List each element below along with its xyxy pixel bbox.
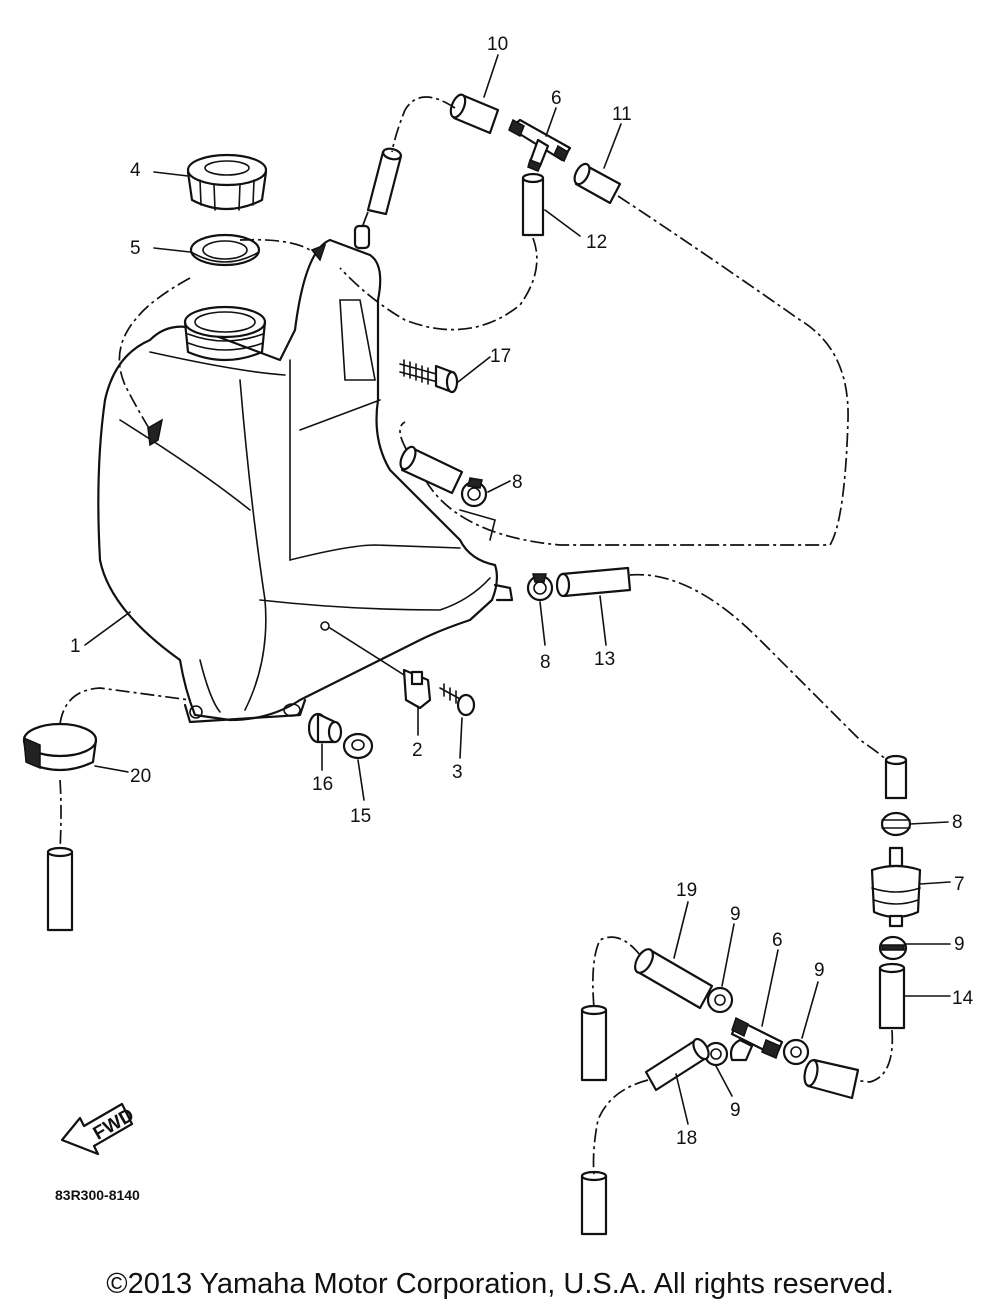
oil-hose-14 [878, 962, 906, 1030]
bolt-17 [399, 359, 459, 394]
oil-hose-left-lower [580, 1170, 608, 1236]
callout-17: 17 [490, 346, 511, 367]
callout-9-lower: 9 [730, 1100, 741, 1121]
band-20 [22, 722, 98, 772]
clamp-2 [402, 668, 432, 710]
hose-clamp-9-right [782, 1038, 810, 1066]
screw-3 [439, 683, 476, 717]
grommet-16 [307, 712, 343, 744]
hose-clamp-9-left [706, 986, 734, 1014]
hose-upper-filter [884, 754, 908, 800]
callout-19: 19 [676, 880, 697, 901]
breather-hose-10 [449, 93, 500, 135]
callout-12: 12 [586, 232, 607, 253]
hose-clamp-8-filter [880, 811, 912, 837]
filler-cap [186, 153, 268, 211]
callout-8-filter: 8 [952, 812, 963, 833]
callout-5: 5 [130, 238, 141, 259]
leader-lines [84, 54, 951, 1125]
callout-9-left: 9 [730, 904, 741, 925]
breather-hose-11 [573, 162, 622, 205]
callout-20: 20 [130, 766, 151, 787]
oil-hose-18 [644, 1037, 710, 1092]
callout-18: 18 [676, 1128, 697, 1149]
drain-hose [46, 846, 74, 932]
hose-clamp-8-outlet [526, 573, 554, 602]
callout-9-right: 9 [814, 960, 825, 981]
callout-6-lower: 6 [772, 930, 783, 951]
t-joint-upper [508, 118, 572, 172]
breather-hose-short [366, 147, 403, 216]
hose-clamp-9-filter [878, 935, 908, 961]
fwd-arrow-icon: FWD [60, 1102, 138, 1156]
diagram-code: 83R300-8140 [55, 1187, 140, 1203]
oil-hose-mid [399, 445, 464, 495]
hose-clamp-8-mid [460, 477, 488, 508]
copyright-notice: ©2013 Yamaha Motor Corporation, U.S.A. A… [106, 1268, 894, 1300]
cap-gasket [189, 233, 261, 267]
callout-9-filter: 9 [954, 934, 965, 955]
callout-8-mid: 8 [512, 472, 523, 493]
callout-13: 13 [594, 649, 615, 670]
callout-3: 3 [452, 762, 463, 783]
callout-8-outlet: 8 [540, 652, 551, 673]
oil-hose-right-short [803, 1058, 860, 1100]
callout-10: 10 [487, 34, 508, 55]
oil-hose-19 [634, 948, 714, 1010]
nut-15 [342, 732, 374, 760]
callout-2: 2 [412, 740, 423, 761]
callout-1: 1 [70, 636, 81, 657]
callout-7: 7 [954, 874, 965, 895]
oil-tank [97, 224, 514, 724]
callout-4: 4 [130, 160, 141, 181]
oil-filter-7 [870, 846, 922, 928]
callout-numbers: 10 6 11 4 12 5 17 8 1 8 13 2 3 20 16 15 … [70, 34, 974, 1149]
oil-hose-13 [555, 566, 632, 598]
callout-15: 15 [350, 806, 371, 827]
callout-6-upper: 6 [551, 88, 562, 109]
oil-hose-left-upper [580, 1004, 608, 1082]
callout-14: 14 [952, 988, 974, 1009]
t-joint-lower [729, 1016, 784, 1062]
breather-hose-12 [521, 172, 545, 237]
callout-11: 11 [612, 104, 632, 125]
callout-16: 16 [312, 774, 333, 795]
